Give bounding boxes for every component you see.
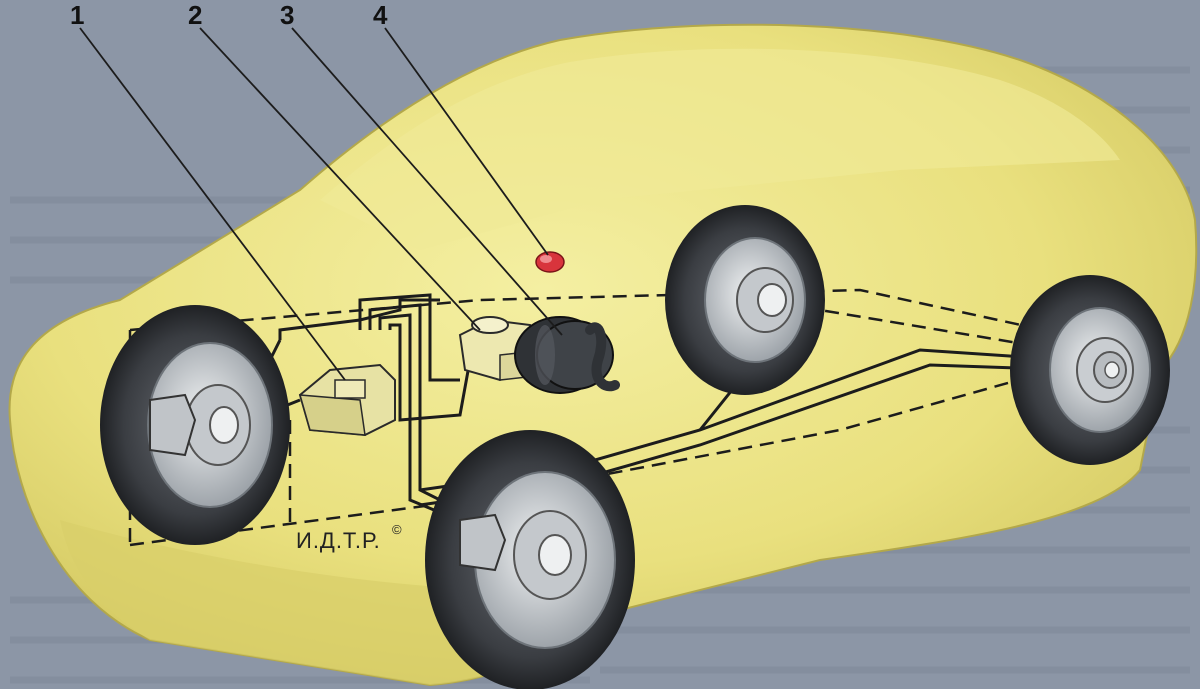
watermark-text: И.Д.Т.Р. <box>296 528 381 553</box>
leader-line-1 <box>79 27 346 381</box>
front-left-caliper <box>149 393 197 457</box>
reservoir-cap-red <box>535 251 565 273</box>
callout-leader-lines <box>79 27 563 381</box>
watermark-copyright-symbol: © <box>392 522 403 537</box>
vacuum-brake-booster <box>514 316 620 394</box>
front-right-wheel <box>425 430 635 689</box>
rear-left-wheel <box>665 205 825 395</box>
callout-number-2: 2 <box>188 0 202 30</box>
car-body <box>8 23 1198 687</box>
front-left-wheel <box>100 305 290 545</box>
callout-number-1: 1 <box>70 0 84 30</box>
leader-line-3 <box>291 27 563 336</box>
leader-line-2 <box>199 27 481 331</box>
brake-modulator-block <box>298 363 396 437</box>
front-right-caliper <box>459 513 507 572</box>
callout-number-4: 4 <box>373 0 388 30</box>
callout-number-3: 3 <box>280 0 294 30</box>
leader-line-4 <box>384 27 549 256</box>
rear-right-wheel <box>1010 275 1170 465</box>
